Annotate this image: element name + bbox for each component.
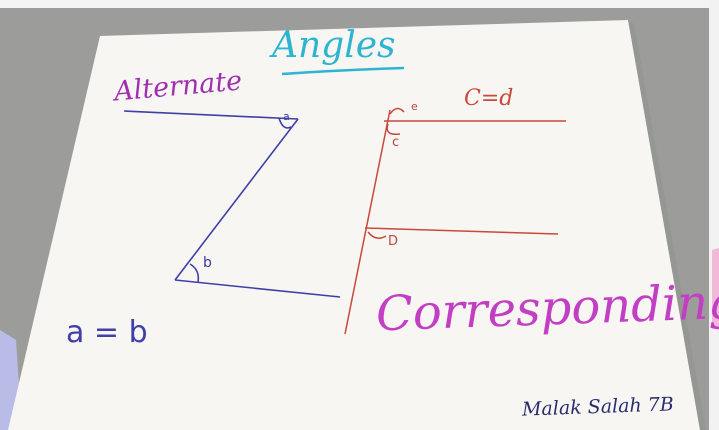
angle-b-arc xyxy=(189,263,200,283)
paper-sheet xyxy=(8,20,700,430)
z-diagram xyxy=(123,110,341,298)
f-middle-line xyxy=(364,227,559,235)
angle-label-d: D xyxy=(388,234,399,249)
white-frame-right xyxy=(709,0,719,430)
signature: Malak Salah 7B xyxy=(521,393,675,421)
angle-d-arc xyxy=(367,231,387,239)
angle-label-c: c xyxy=(392,135,400,150)
title-underline xyxy=(281,66,405,76)
z-diagonal-line xyxy=(174,118,299,281)
white-frame-top xyxy=(0,0,719,8)
f-diagram xyxy=(344,107,566,335)
pink-object-edge xyxy=(712,248,719,330)
angle-e-arc xyxy=(389,107,405,115)
angle-a-arc xyxy=(278,117,292,129)
angle-label-e: e xyxy=(411,100,418,113)
paper-shadow xyxy=(628,20,706,430)
equation-c-equals-d: C=d xyxy=(464,86,514,111)
z-bottom-line xyxy=(174,279,341,298)
equation-a-equals-b: a = b xyxy=(66,315,148,350)
z-top-line xyxy=(123,110,299,120)
angle-label-a: a xyxy=(283,110,290,123)
angle-c-arc xyxy=(386,123,401,136)
label-corresponding: Corresponding xyxy=(375,273,719,343)
angle-label-b: b xyxy=(203,255,212,271)
title-angles: Angles xyxy=(272,25,396,66)
f-vertical-line xyxy=(344,109,391,335)
